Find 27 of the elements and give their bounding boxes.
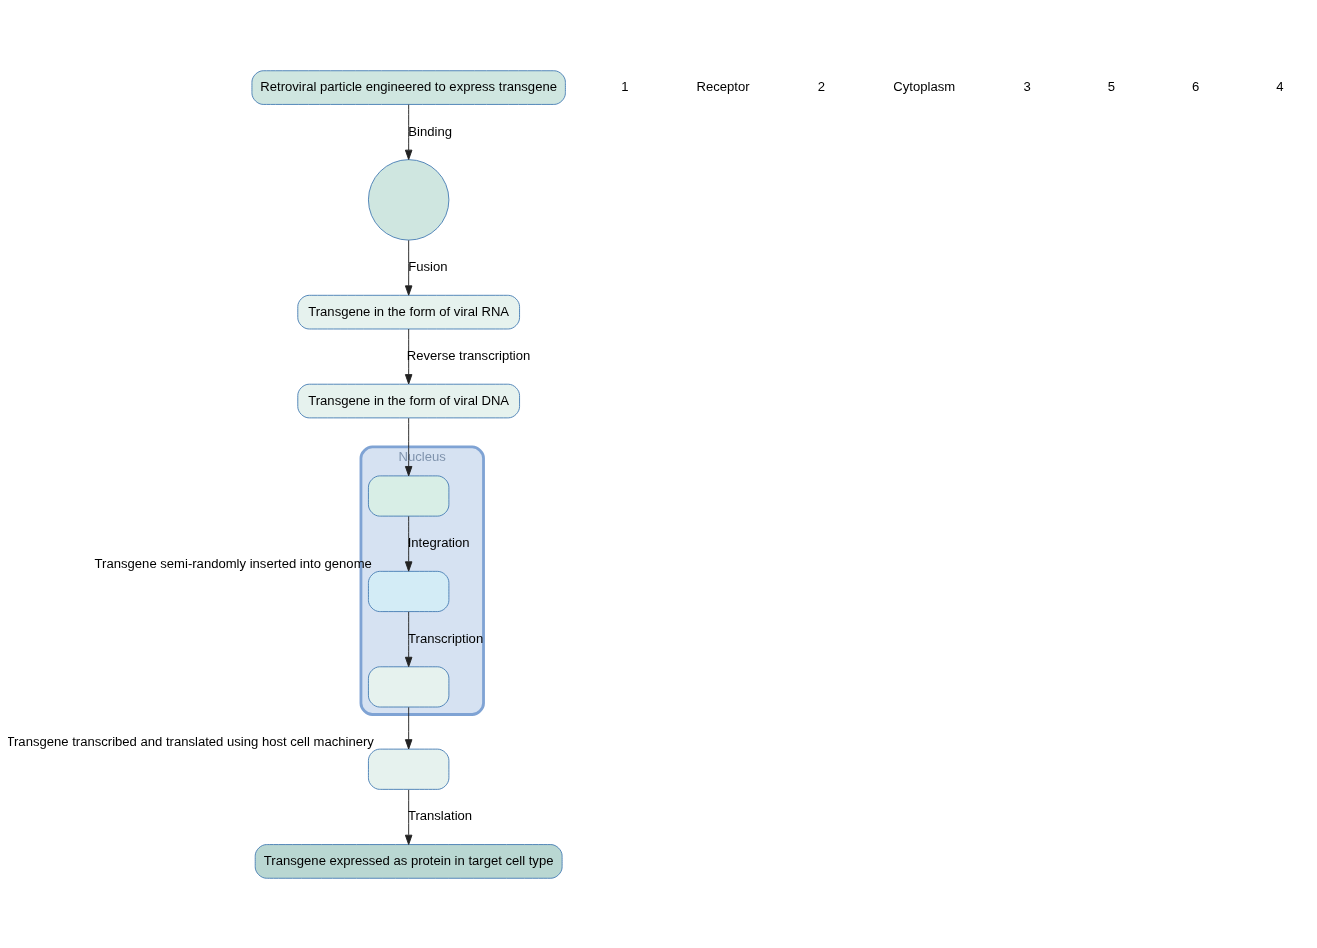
node-box [367,570,450,612]
edge-label: Fusion [408,258,448,274]
label: 3 [1023,78,1031,94]
node-label: Transgene semi-randomly inserted into genome [94,555,372,571]
arrow [404,706,413,749]
arrow [404,610,413,667]
node-box [367,665,450,707]
node-box: Transgene expressed as protein in target cell type [254,843,563,879]
arrow [404,103,413,160]
label: 4 [1276,78,1284,94]
node-box [367,748,450,790]
edge-label: Integration [407,534,470,550]
arrow [404,239,413,296]
node-circle [367,158,450,241]
label: Cytoplasm [893,78,956,94]
arrow [404,417,413,476]
node-box: Transgene in the form of viral DNA [297,383,520,418]
label: 6 [1191,78,1200,94]
node-box [367,474,450,517]
node-box: Retroviral particle engineered to express transgene [251,69,566,105]
node-box: Transgene in the form of viral RNA [297,294,520,329]
edge-label: Binding [408,122,453,138]
label: Receptor [696,78,750,94]
label: 1 [621,78,629,94]
label: 5 [1107,78,1116,94]
label: 2 [817,78,825,94]
arrow [404,788,413,845]
